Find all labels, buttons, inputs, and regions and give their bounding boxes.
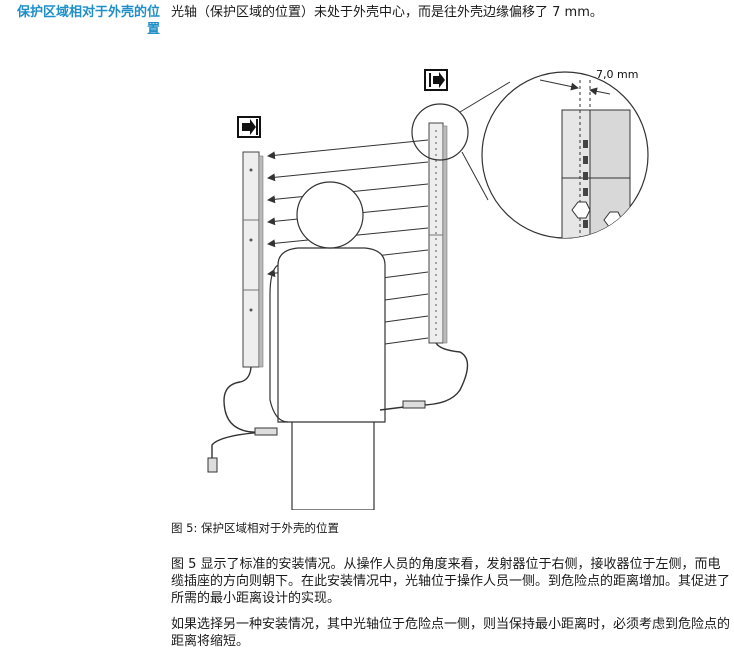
body-paragraph-1: 图 5 显示了标准的安装情况。从操作人员的角度来看，发射器位于右侧，接收器位于左… — [171, 557, 731, 606]
side-heading: 保护区域相对于外壳的位置 — [16, 5, 160, 37]
intro-text: 光轴（保护区域的位置）未处于外壳中心，而是往外壳边缘偏移了 7 mm。 — [171, 5, 603, 20]
receiver-symbol-icon — [237, 116, 261, 138]
emitter-column — [428, 122, 448, 344]
receiver-column — [242, 151, 264, 368]
emitter-symbol-icon — [424, 69, 448, 91]
figure-drawing: 7,0 mm — [207, 68, 649, 511]
detail-leader-line — [459, 81, 511, 113]
body-paragraph-2: 如果选择另一种安装情况，其中光轴位于危险点一侧，则当保持最小距离时，必须考虑到危… — [171, 617, 731, 649]
figure-caption: 图 5: 保护区域相对于外壳的位置 — [171, 521, 340, 535]
operator-figure — [269, 181, 386, 511]
installation-figure: 7,0 mm — [170, 60, 730, 511]
detail-marker-circle — [411, 103, 469, 161]
dimension-arrow-left — [539, 79, 579, 91]
cable-connectors — [207, 400, 426, 473]
dimension-label: 7,0 mm — [596, 68, 638, 81]
dimension-arrow-right — [589, 87, 611, 96]
detail-magnifier: 7,0 mm — [481, 68, 649, 239]
